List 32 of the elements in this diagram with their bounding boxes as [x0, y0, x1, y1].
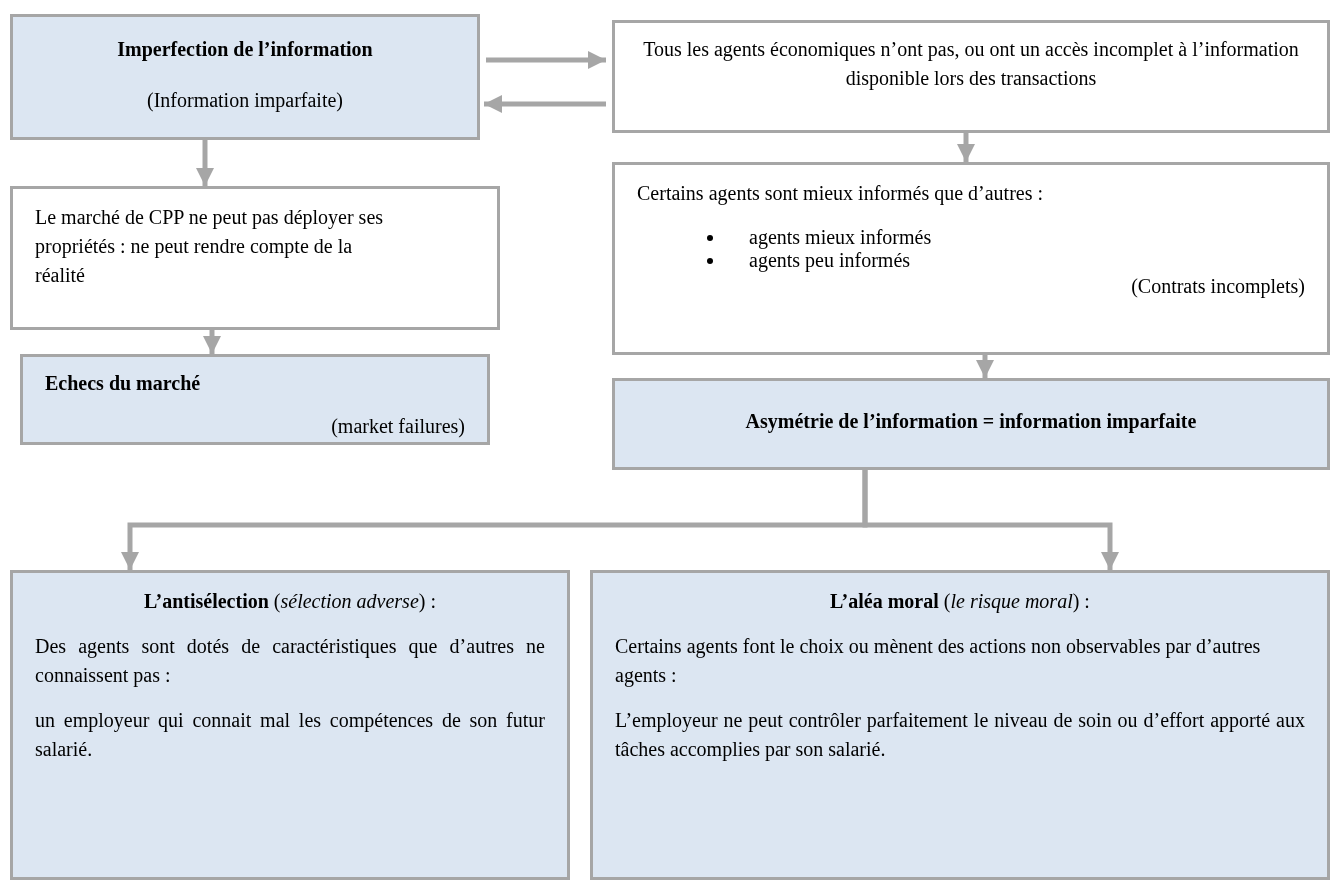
body-text: Certains agents font le choix ou mènent des actions non observables par d’autres agents :	[615, 634, 1262, 689]
description-text: Le marché de CPP ne peut pas déployer ses propriétés : ne peut rendre compte de la réalité	[35, 205, 385, 288]
arrow	[196, 140, 214, 186]
example-text: L’employeur ne peut contrôler parfaitement le niveau de soin ou d’effort apporté aux tâches accomplies par son salarié.	[615, 708, 1305, 763]
bullet-item: agents mieux informés	[749, 226, 932, 249]
subtitle-text: (Information imparfaite)	[146, 88, 344, 114]
body-text: Des agents sont dotés de caractéristiques que d’autres ne connaissent pas :	[35, 634, 545, 689]
text-box	[612, 20, 1330, 133]
arrow	[486, 51, 606, 69]
heading-text: Asymétrie de l’information = information imparfaite	[744, 409, 1198, 435]
arrow	[976, 355, 994, 378]
arrow	[203, 330, 221, 354]
subtitle-text: (market failures)	[330, 414, 465, 440]
heading-text: Echecs du marché	[45, 371, 202, 396]
text-box	[10, 186, 500, 330]
text-box	[612, 162, 1330, 355]
arrow	[957, 133, 975, 162]
highlight-box	[10, 14, 480, 140]
description-text: Tous les agents économiques n’ont pas, ou ont un accès incomplet à l’information disponible lors des transactions	[642, 37, 1300, 92]
highlight-box	[20, 354, 490, 445]
heading-text: Imperfection de l’information	[116, 37, 374, 63]
bullet-item: agents peu informés	[749, 249, 911, 272]
arrow	[484, 95, 606, 113]
highlight-box	[10, 570, 570, 880]
description-text: Certains agents sont mieux informés que d’autres :	[637, 181, 1044, 207]
heading-text: L’aléa moral (le risque moral) :	[829, 589, 1091, 615]
example-text: un employeur qui connait mal les compétences de son futur salarié.	[35, 708, 545, 762]
heading-text: L’antisélection (sélection adverse) :	[143, 589, 437, 615]
arrow	[862, 470, 1119, 570]
note-text: (Contrats incomplets)	[1130, 274, 1305, 300]
highlight-box	[590, 570, 1330, 880]
highlight-box	[612, 378, 1330, 470]
